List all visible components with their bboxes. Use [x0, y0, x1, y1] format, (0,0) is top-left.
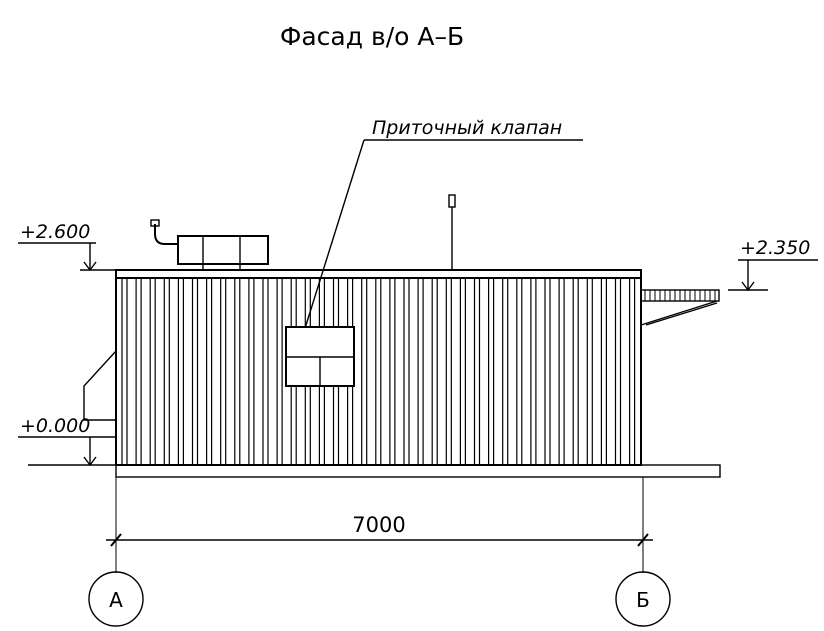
platform-strut	[640, 300, 718, 326]
floor-slab	[115, 464, 721, 478]
dim-tick-right	[637, 533, 649, 547]
drawing-title: Фасад в/о А–Б	[280, 22, 464, 51]
wall-outline	[115, 277, 642, 466]
level-top-left: +2.600	[20, 221, 90, 243]
roof-unit-body	[177, 235, 269, 265]
level-floor-left: +0.000	[20, 415, 90, 437]
left-bracket	[83, 350, 117, 421]
dim-tick-left	[110, 533, 122, 547]
roof-unit-pipe	[154, 224, 178, 245]
platform-strut-2	[645, 302, 718, 326]
axis-label-a: А	[109, 588, 123, 612]
wall-ribs	[121, 278, 636, 465]
callout-label: Приточный клапан	[372, 117, 562, 139]
roof-unit-pipe-cap	[150, 219, 160, 227]
callout-leader	[295, 139, 365, 358]
roof	[115, 269, 642, 279]
axis-bubble-a	[88, 571, 144, 627]
platform-hatch	[644, 290, 716, 301]
axis-label-b: Б	[636, 588, 650, 612]
axis-bubble-b	[615, 571, 671, 627]
level-right: +2.350	[740, 237, 810, 259]
antenna-head	[448, 194, 456, 208]
dimension-label: 7000	[352, 513, 405, 537]
